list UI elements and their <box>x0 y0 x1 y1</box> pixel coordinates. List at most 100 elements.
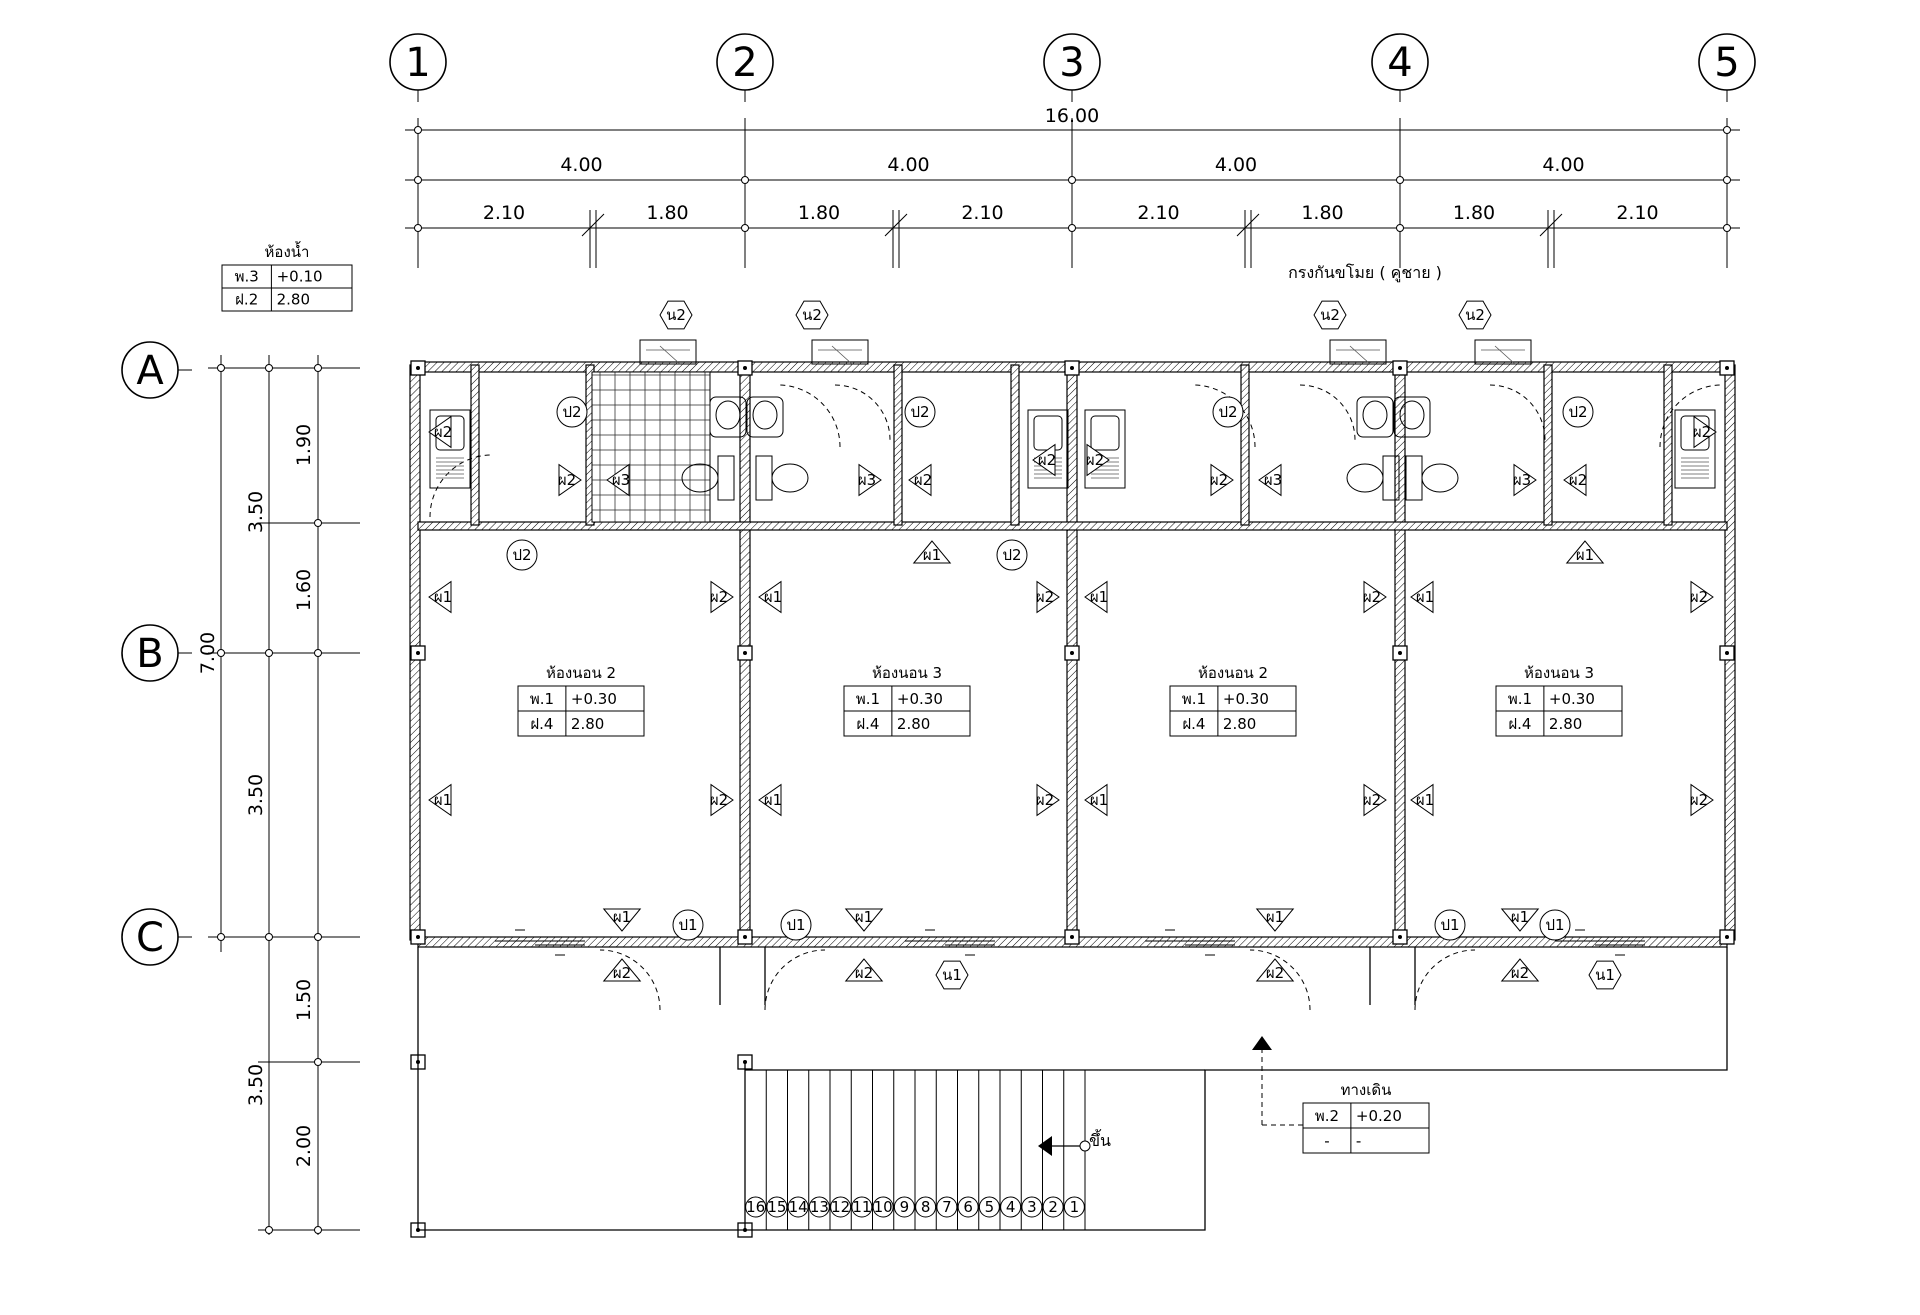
room-table-code: ฝ.4 <box>530 715 553 733</box>
wall-tag-label: ผ1 <box>1416 588 1434 606</box>
window-tag <box>1588 960 1622 990</box>
sink <box>429 409 471 489</box>
column-dot <box>1070 366 1074 370</box>
door-tag-label: ป2 <box>562 403 581 421</box>
wall-tag <box>710 783 734 817</box>
dim-tick <box>1068 176 1076 184</box>
door-swing <box>599 949 661 1011</box>
wall-tag <box>1036 580 1060 614</box>
wall-tag-label: ผ2 <box>914 471 932 489</box>
room-table-value: +0.30 <box>1549 690 1595 708</box>
door-swing <box>1414 949 1476 1011</box>
wall-tag-label: ผ2 <box>1210 471 1228 489</box>
door-tag <box>556 396 588 428</box>
wall-tag <box>844 908 884 932</box>
grid-bubble-row-label: B <box>136 631 163 677</box>
window-frame <box>639 339 697 365</box>
wall-tag-label: ผ1 <box>1576 546 1594 564</box>
column-dot <box>416 935 420 939</box>
door-swing <box>1489 384 1546 441</box>
stair-step-marker <box>915 1196 937 1218</box>
grid-bubble-col-label: 4 <box>1387 40 1412 86</box>
dim-tick <box>265 933 273 941</box>
column-dot <box>743 366 747 370</box>
dim-tick <box>217 364 225 372</box>
wall-tag <box>1500 958 1540 982</box>
window-tag-label: น2 <box>1465 306 1485 324</box>
wall-tag-label: ผ2 <box>710 588 728 606</box>
grid-bubble-row-label: C <box>136 915 164 961</box>
room-table-code: พ.1 <box>1182 690 1206 708</box>
window-frame <box>811 339 869 365</box>
dim-tick <box>314 649 322 657</box>
wall-tag <box>1036 783 1060 817</box>
stair-step-number: 13 <box>810 1198 829 1216</box>
stair-step-number: 16 <box>746 1198 765 1216</box>
window-tag <box>1458 300 1492 330</box>
room-table-code: พ.3 <box>235 268 259 286</box>
wall-bath-line <box>417 521 1728 531</box>
wall-tag <box>428 783 452 817</box>
wall-tag <box>558 463 582 497</box>
wall-bath-partition <box>1543 364 1553 526</box>
dim-tick <box>314 1226 322 1234</box>
stair-step-number: 5 <box>985 1198 995 1216</box>
room-table-code: ฝ.4 <box>1508 715 1531 733</box>
wall-tag-label: ผ2 <box>1693 423 1711 441</box>
stair-step-marker <box>1042 1196 1064 1218</box>
window-glass <box>831 345 853 365</box>
door-tag <box>672 909 704 941</box>
stair-step-number: 11 <box>852 1198 871 1216</box>
toilet-bowl <box>771 463 809 493</box>
window-tag <box>1313 300 1347 330</box>
dim-depth-bay: 3.50 <box>245 491 267 533</box>
wall-tag <box>1500 908 1540 932</box>
room-table-code: - <box>1324 1132 1329 1150</box>
wall-tag <box>1563 463 1587 497</box>
door-tag <box>1434 909 1466 941</box>
wall-tag-label: ผ2 <box>1690 791 1708 809</box>
stair-step-number: 9 <box>900 1198 910 1216</box>
wall-tag <box>1255 908 1295 932</box>
sink <box>1084 409 1126 489</box>
wall-tag <box>1513 463 1537 497</box>
room-table-code: ฝ.4 <box>1182 715 1205 733</box>
dim-tick <box>1396 224 1404 232</box>
dim-tick <box>414 224 422 232</box>
wall-tag-label: ผ3 <box>858 471 876 489</box>
stair-step-number: 8 <box>921 1198 931 1216</box>
wall-tag-label: ผ2 <box>1036 791 1054 809</box>
door-swing <box>1659 384 1723 448</box>
room-table-value: 2.80 <box>571 715 604 733</box>
wall-tag <box>1690 580 1714 614</box>
sink <box>1674 409 1716 489</box>
room-table-code: ฝ.4 <box>856 715 879 733</box>
wall-tag-label: ผ1 <box>434 791 452 809</box>
stair-step-marker <box>957 1196 979 1218</box>
sink-basin <box>1090 415 1120 451</box>
toilet-tank <box>717 455 735 501</box>
dim-depth-sub: 1.90 <box>293 424 315 466</box>
wall-tag-label: ผ2 <box>1511 964 1529 982</box>
wall-tag-label: ผ1 <box>764 588 782 606</box>
room-name: ทางเดิน <box>1341 1081 1392 1099</box>
wall-tag-label: ผ2 <box>1038 451 1056 469</box>
stair-step-marker <box>978 1196 1000 1218</box>
column-dot <box>1398 366 1402 370</box>
room-name: ห้องนอน 2 <box>546 664 616 682</box>
room-table-value: +0.30 <box>1223 690 1269 708</box>
wall-tag <box>602 908 642 932</box>
wash-basin <box>1356 396 1394 438</box>
sink <box>1027 409 1069 489</box>
dim-tick <box>1068 224 1076 232</box>
dim-sub-bay: 1.80 <box>1301 202 1343 224</box>
room-name: ห้องน้ำ <box>265 241 310 261</box>
wall-tag <box>1693 415 1717 449</box>
stair-step-number: 7 <box>942 1198 952 1216</box>
wall-tag-label: ผ1 <box>1416 791 1434 809</box>
room-table-value: +0.30 <box>897 690 943 708</box>
door-tag <box>1212 396 1244 428</box>
wall-tag-label: ผ2 <box>1266 964 1284 982</box>
